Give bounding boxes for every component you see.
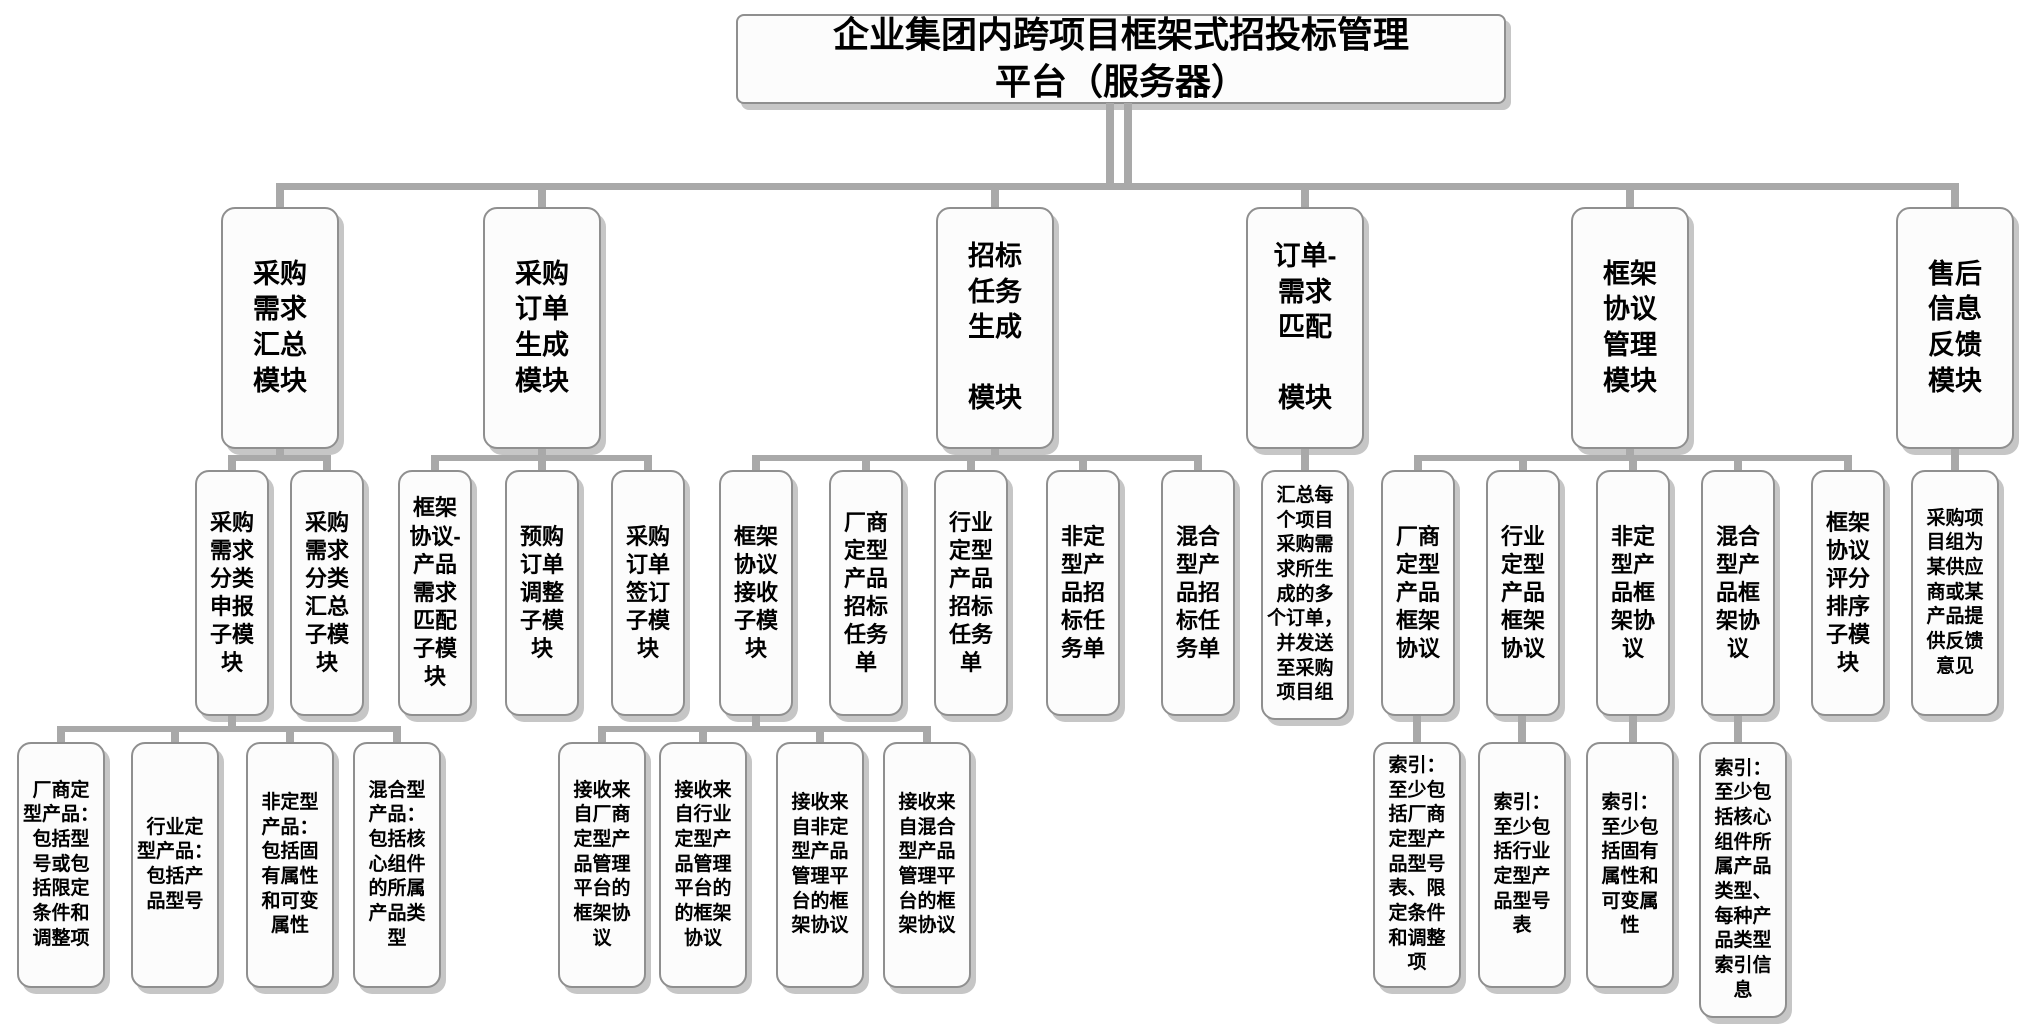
submodule-nonstandard-framework-agreement: 非定 型产 品框 架协 议 [1590,464,1670,716]
submodule-preorder-adjust: 预购 订单 调整 子模 块 [499,464,579,716]
note-feedback-to-project-team: 采购项 目组为 某供应 商或某 产品提 供反馈 意见 [1905,464,1999,716]
connector-trunk-left [1106,103,1114,185]
connector-down-module-5 [1626,449,1634,458]
root-title-box: 企业集团内跨项目框架式招投标管理 平台（服务器） [730,8,1506,104]
connector-stub-leaf-x3 [816,730,824,743]
module-order-demand-matching: 订单- 需求 匹配 模块 [1240,201,1364,449]
submodule-demand-summary: 采购 需求 分类 汇总 子模 块 [284,464,364,716]
connector-branch-module-1 [228,455,331,461]
connector-stub-sub-c [431,459,439,471]
leaf-index-industry: 索引： 至少包 括行业 定型产 品型号 表 [1472,736,1566,988]
connector-stub-sub-n [1629,459,1637,471]
connector-branch-module-5 [1414,455,1852,461]
leaf-industry-product-def: 行业定 型产品： 包括产 品型号 [125,736,219,988]
connector-stub-sub-p [1844,459,1852,471]
connector-stub-sub-e [644,459,652,471]
connector-branch-main [276,183,1959,190]
connector-stub-sub-j [1194,459,1202,471]
connector-trunk-right [1124,103,1132,185]
submodule-hybrid-product-bid-task: 混合 型产 品招 标任 务单 [1155,464,1235,716]
connector-stub-leaf-w3 [286,730,294,743]
connector-stub-sub-b [323,459,331,471]
connector-stub-sub-h [967,459,975,471]
connector-stub-leaf-x2 [699,730,707,743]
connector-down-sub-o [1734,716,1742,743]
connector-branch-module-2 [431,455,652,461]
module-purchase-order-generation: 采购 订单 生成 模块 [477,201,601,449]
connector-stub-sub-o [1734,459,1742,471]
connector-stub-sub-m [1519,459,1527,471]
module-bidding-task-generation: 招标 任务 生成 模块 [930,201,1054,449]
connector-stub-module-3 [991,190,999,208]
submodule-agreement-receive: 框架 协议 接收 子模 块 [713,464,793,716]
connector-stub-sub-a [228,459,236,471]
note-order-summary-dispatch: 汇总每 个项目 采购需 求所生 成的多 个订单， 并发送 至采购 项目组 [1255,464,1349,720]
submodule-order-sign: 采购 订单 签订 子模 块 [605,464,685,716]
module-aftersales-feedback: 售后 信息 反馈 模块 [1890,201,2014,449]
leaf-index-vendor: 索引： 至少包 括厂商 定型产 品型号 表、限 定条件 和调整 项 [1367,736,1461,988]
connector-down-module-6 [1951,449,1959,471]
connector-down-module-2 [538,449,546,458]
submodule-vendor-product-bid-task: 厂商 定型 产品 招标 任务 单 [823,464,903,716]
leaf-receive-industry-agreement: 接收来 自行业 定型产 品管理 平台的 的框架 协议 [653,736,747,988]
connector-stub-module-2 [538,190,546,208]
connector-down-sub-n [1629,716,1637,743]
leaf-index-hybrid: 索引： 至少包 括核心 组件所 属产品 类型、 每种产 品类型 索引信 息 [1693,736,1787,1018]
connector-stub-module-5 [1626,190,1634,208]
connector-down-module-4 [1301,449,1309,471]
leaf-receive-hybrid-agreement: 接收来 自混合 型产品 管理平 台的框 架协议 [877,736,971,988]
submodule-industry-product-bid-task: 行业 定型 产品 招标 任务 单 [928,464,1008,716]
connector-branch-sub-f [598,726,931,732]
connector-stub-sub-f [752,459,760,471]
connector-down-sub-m [1518,716,1526,743]
leaf-receive-vendor-agreement: 接收来 自厂商 定型产 品管理 平台的 框架协 议 [552,736,646,988]
submodule-agreement-product-match: 框架 协议- 产品 需求 匹配 子模 块 [392,464,472,716]
connector-stub-leaf-x4 [923,730,931,743]
submodule-nonstandard-product-bid-task: 非定 型产 品招 标任 务单 [1040,464,1120,716]
connector-stub-leaf-w1 [57,730,65,743]
submodule-vendor-framework-agreement: 厂商 定型 产品 框架 协议 [1375,464,1455,716]
connector-stub-module-1 [276,190,284,208]
connector-stub-sub-d [538,459,546,471]
connector-branch-sub-a [57,726,401,732]
module-framework-agreement-management: 框架 协议 管理 模块 [1565,201,1689,449]
connector-down-sub-a [228,716,236,728]
connector-down-sub-l [1413,716,1421,743]
submodule-industry-framework-agreement: 行业 定型 产品 框架 协议 [1480,464,1560,716]
submodule-hybrid-framework-agreement: 混合 型产 品框 架协 议 [1695,464,1775,716]
connector-stub-sub-i [1079,459,1087,471]
submodule-agreement-scoring-sort: 框架 协议 评分 排序 子模 块 [1805,464,1885,716]
connector-down-module-1 [276,449,284,458]
leaf-vendor-product-def: 厂商定 型产品： 包括型 号或包 括限定 条件和 调整项 [11,736,105,988]
leaf-hybrid-product-def: 混合型 产品： 包括核 心组件 的所属 产品类 型 [347,736,441,988]
leaf-receive-nonstandard-agreement: 接收来 自非定 型产品 管理平 台的框 架协议 [770,736,864,988]
connector-stub-leaf-x1 [598,730,606,743]
connector-down-module-3 [991,449,999,458]
connector-stub-sub-g [862,459,870,471]
connector-branch-module-3 [752,455,1202,461]
connector-stub-sub-l [1414,459,1422,471]
connector-stub-leaf-w4 [393,730,401,743]
connector-stub-module-6 [1951,190,1959,208]
connector-stub-leaf-w2 [171,730,179,743]
submodule-demand-declare: 采购 需求 分类 申报 子模 块 [189,464,269,716]
connector-down-sub-f [752,716,760,728]
leaf-index-nonstandard: 索引： 至少包 括固有 属性和 可变属 性 [1580,736,1674,988]
module-purchase-demand-summary: 采购 需求 汇总 模块 [215,201,339,449]
connector-stub-module-4 [1301,190,1309,208]
leaf-nonstandard-product-def: 非定型 产品： 包括固 有属性 和可变 属性 [240,736,334,988]
